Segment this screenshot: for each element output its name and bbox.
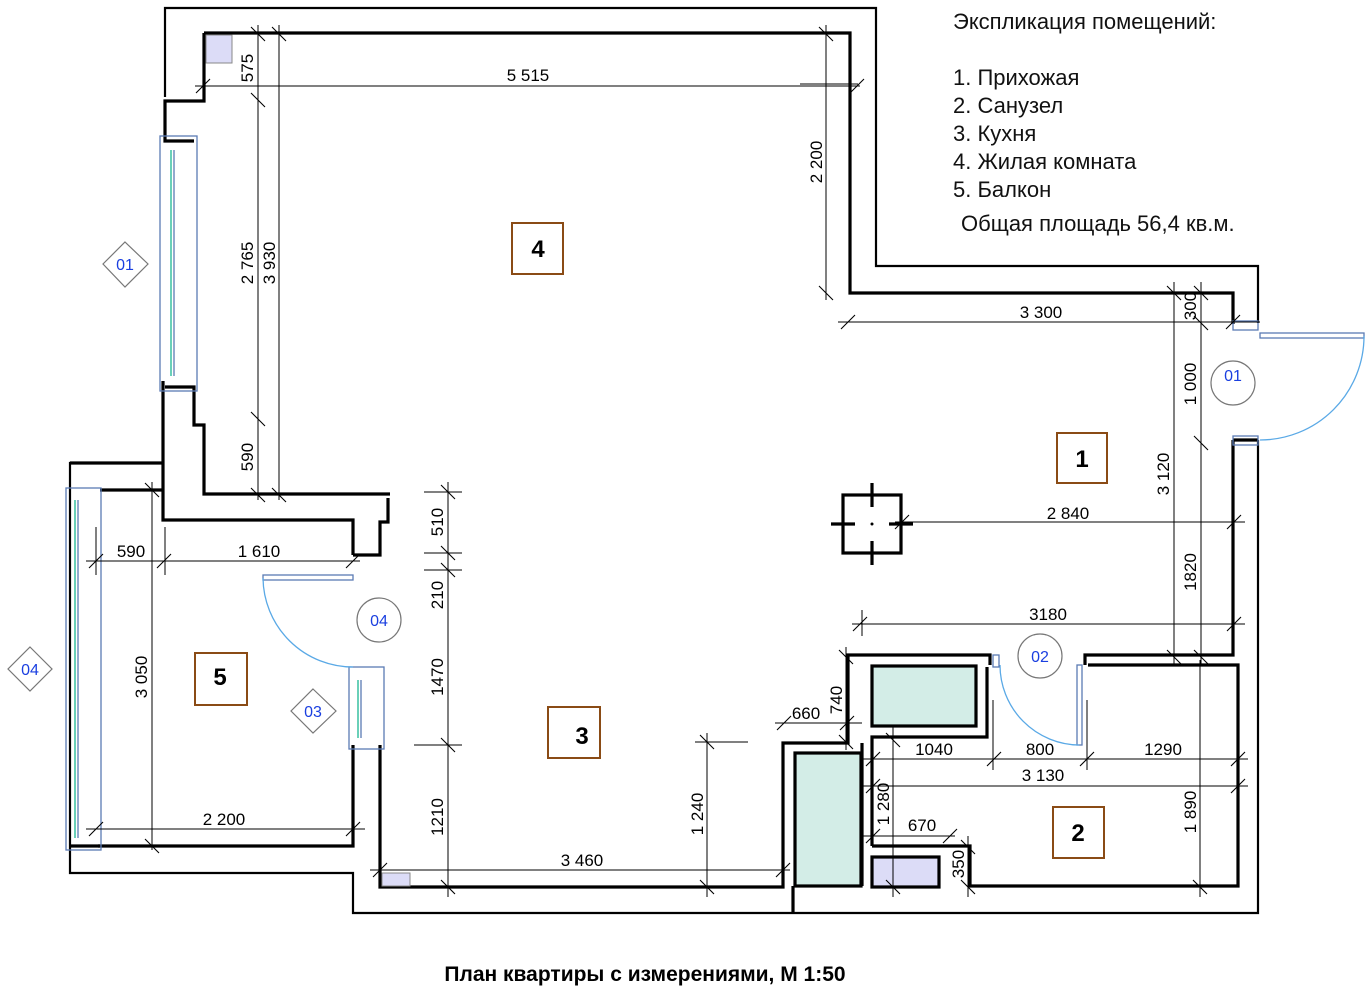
door-tag-label: 04 [370,613,388,630]
dim-label: 3 120 [1154,453,1173,496]
dim-label: 1820 [1181,553,1200,591]
dim-label: 350 [949,850,968,878]
dim-label: 1 240 [688,793,707,836]
dim-label: 1 000 [1181,363,1200,406]
legend-item: 3. Кухня [953,121,1037,146]
dim-label: 590 [117,542,145,561]
room-number: 3 [575,723,588,750]
room-marker-5[interactable]: 5 [194,652,248,706]
dim-label: 800 [1026,740,1054,759]
dim-label: 3 460 [561,851,604,870]
window-tag-03[interactable]: 03 [290,688,337,734]
dim-label: 3180 [1029,605,1067,624]
dim-label: 3 930 [260,242,279,285]
dim-label: 2 765 [238,242,257,285]
dim-label: 300 [1181,292,1200,320]
bathtub-fixture [793,751,863,888]
room-marker-1[interactable]: 1 [1056,432,1108,484]
dim-label: 575 [238,54,257,82]
window-living[interactable] [159,135,198,392]
door-tag-label: 01 [1224,368,1242,385]
dimension-lines [86,25,1260,897]
room-number: 5 [213,664,226,691]
washbasin-fixture [870,664,978,728]
window-kitchen[interactable] [348,666,385,750]
dim-label: 1470 [428,658,447,696]
room-marker-3[interactable]: 3 [547,706,601,759]
dim-label: 510 [428,508,447,536]
dim-label: 1040 [915,740,953,759]
dim-label: 1 280 [874,783,893,826]
dim-label: 210 [428,581,447,609]
column-fixture [381,872,411,887]
dim-label: 2 200 [203,810,246,829]
dim-label: 740 [827,686,846,714]
room-number: 1 [1075,446,1088,473]
dim-label: 3 130 [1022,766,1065,785]
window-tag-04[interactable]: 04 [7,646,53,692]
door-tag-label: 02 [1031,649,1049,666]
door-entrance[interactable] [1232,320,1365,446]
legend-item: 2. Санузел [953,93,1064,118]
dim-label: 1210 [428,798,447,836]
room-marker-4[interactable]: 4 [511,222,564,275]
fixtures [205,34,978,889]
legend-item: 4. Жилая комната [953,149,1137,174]
window-tag-label: 03 [304,704,322,721]
toilet-fixture [870,855,941,889]
dim-label: 2 200 [807,141,826,184]
legend-item: 1. Прихожая [953,65,1080,90]
dim-label: 3 300 [1020,303,1063,322]
legend-title: Экспликация помещений: [953,9,1217,34]
room-marker-2[interactable]: 2 [1052,806,1105,859]
dim-label: 1 610 [238,542,281,561]
dim-label: 1 890 [1181,791,1200,834]
window-tag-label: 04 [21,662,39,679]
door-bathroom[interactable] [992,654,1083,746]
dim-label: 1290 [1144,740,1182,759]
column-fixture [205,34,233,64]
dim-label: 5 515 [507,66,550,85]
dim-label: 2 840 [1047,504,1090,523]
dim-label: 590 [238,443,257,471]
window-tag-label: 01 [116,257,134,274]
inner-walls [70,31,1258,913]
dim-label: 3 050 [132,656,151,699]
room-number: 2 [1071,820,1084,847]
door-tag-04[interactable]: 04 [356,597,402,643]
room-number: 4 [531,236,545,263]
dim-label: 670 [908,816,936,835]
total-area: Общая площадь 56,4 кв.м. [961,211,1235,236]
plan-caption: План квартиры с измерениями, М 1:50 [444,963,846,986]
window-tag-01[interactable]: 01 [102,241,149,288]
dim-label: 660 [792,704,820,723]
door-balcony[interactable] [262,574,354,668]
legend-item: 5. Балкон [953,177,1052,202]
window-balcony[interactable] [65,487,102,851]
door-tag-02[interactable]: 02 [1017,633,1063,679]
room-legend: Экспликация помещений: 1. Прихожая 2. Са… [953,8,1235,238]
dimension-labels: 5 515 575 2 765 3 930 590 2 200 3 300 30… [117,54,1200,878]
door-tag-01[interactable]: 01 [1210,360,1256,406]
